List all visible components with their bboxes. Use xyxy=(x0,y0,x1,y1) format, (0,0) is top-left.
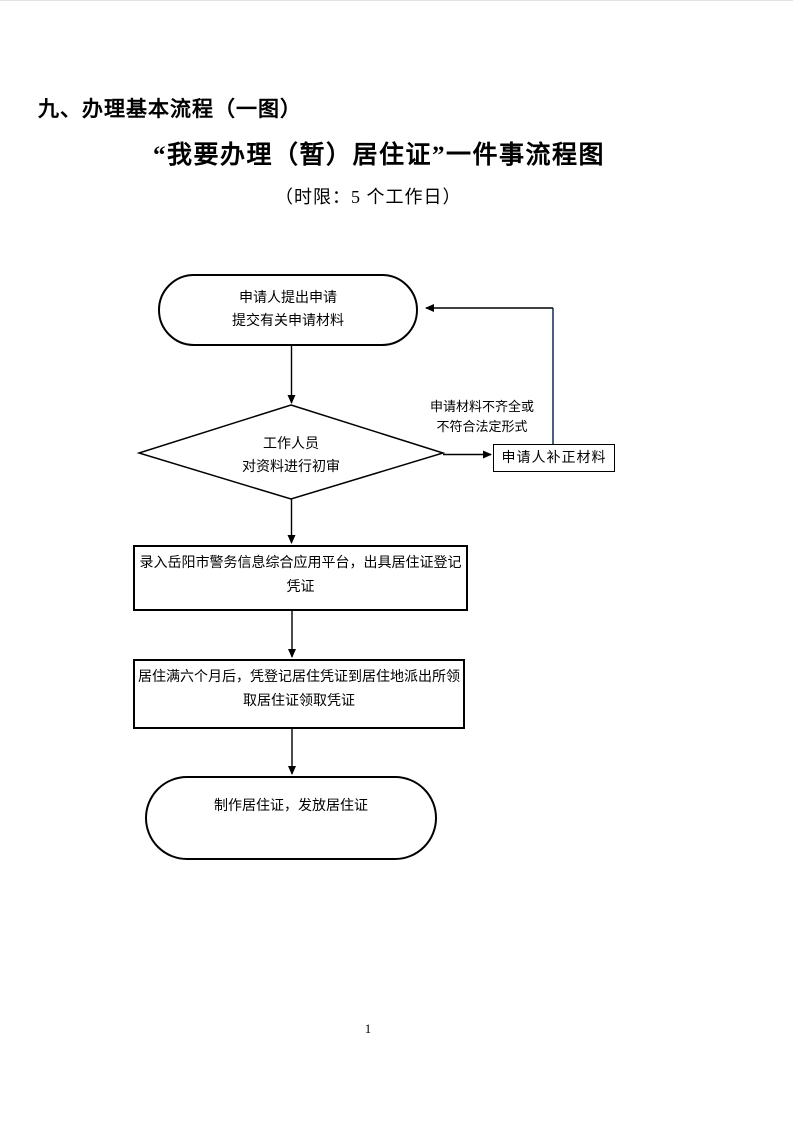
page-number: 1 xyxy=(364,1021,372,1036)
start-terminator-line1: 申请人提出申请 xyxy=(239,291,337,306)
correction-step-box: 申请人补正材料 xyxy=(493,444,615,472)
incomplete-materials-line2: 不符合法定形式 xyxy=(436,419,528,434)
time-limit-subtitle: （时限：5 个工作日） xyxy=(275,187,462,207)
six-month-line2: 取居住证领取凭证 xyxy=(243,694,355,709)
platform-entry-box: 录入岳阳市警务信息综合应用平台，出具居住证登记 凭证 xyxy=(133,545,468,611)
platform-entry-line1: 录入岳阳市警务信息综合应用平台，出具居住证登记 xyxy=(139,556,462,571)
start-terminator: 申请人提出申请 提交有关申请材料 xyxy=(158,274,418,346)
start-terminator-line2: 提交有关申请材料 xyxy=(232,314,344,329)
six-month-line1: 居住满六个月后，凭登记居住凭证到居住地派出所领 xyxy=(138,670,460,685)
correction-step-label: 申请人补正材料 xyxy=(501,450,607,466)
incomplete-materials-line1: 申请材料不齐全或 xyxy=(429,399,534,414)
six-month-box: 居住满六个月后，凭登记居住凭证到居住地派出所领 取居住证领取凭证 xyxy=(133,659,465,729)
review-decision-label: 工作人员 对资料进行初审 xyxy=(201,433,381,479)
end-terminator-label: 制作居住证，发放居住证 xyxy=(214,799,368,814)
incomplete-materials-label: 申请材料不齐全或 不符合法定形式 xyxy=(420,397,544,437)
end-terminator: 制作居住证，发放居住证 xyxy=(145,776,437,860)
review-decision-line1: 工作人员 xyxy=(263,437,319,452)
section-heading: 九、办理基本流程（一图） xyxy=(38,97,302,121)
review-decision-line2: 对资料进行初审 xyxy=(242,460,340,475)
platform-entry-line2: 凭证 xyxy=(286,580,315,595)
flowchart-title: “我要办理（暂）居住证”一件事流程图 xyxy=(153,142,606,169)
